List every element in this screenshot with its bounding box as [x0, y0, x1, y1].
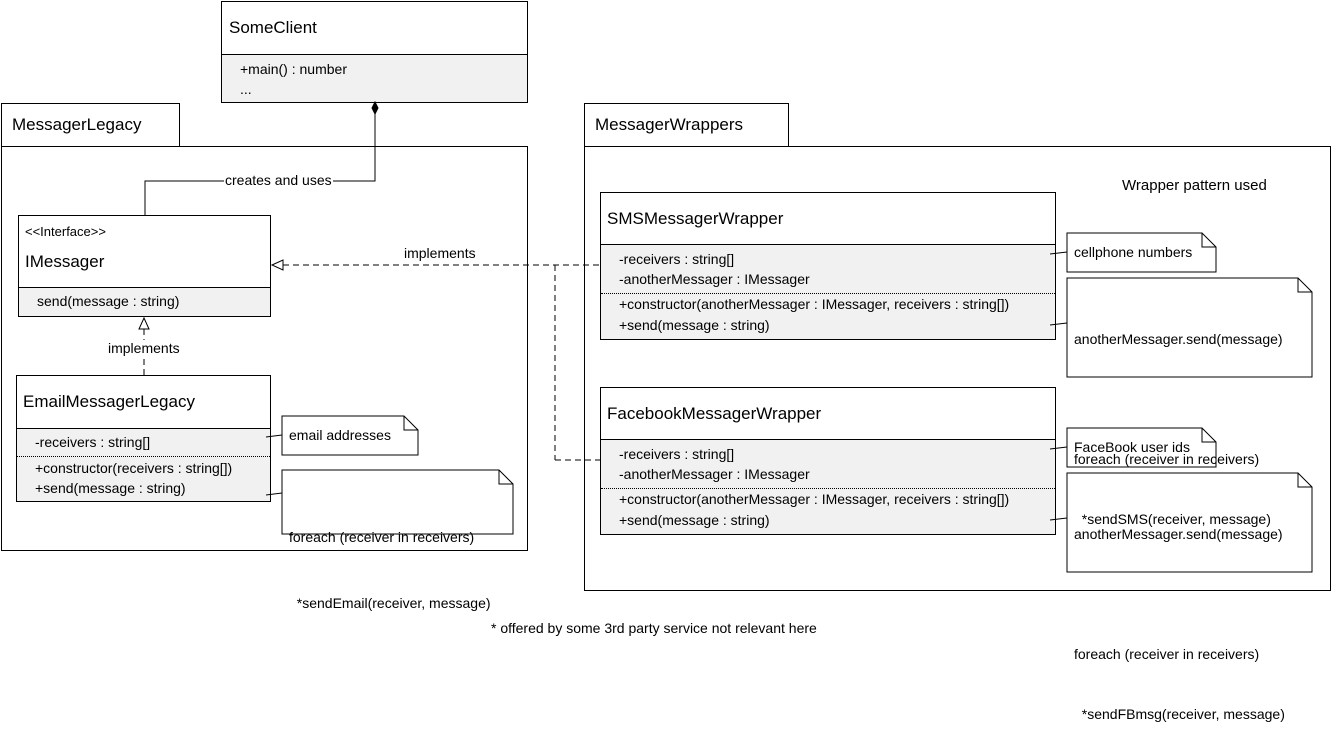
class-attribute: -receivers : string[] — [619, 446, 735, 462]
member-section: +main() : number ... — [222, 54, 527, 102]
diagram-connectors — [138, 100, 1313, 573]
note-email-send: foreach (receiver in receivers) *sendEma… — [289, 529, 491, 611]
note-shapes — [281, 232, 1313, 573]
class-sms-messager-wrapper: SMSMessagerWrapper -receivers : string[]… — [600, 192, 1056, 340]
class-operation: +send(message : string) — [619, 512, 770, 528]
member-section: -receivers : string[] -anotherMessager :… — [601, 439, 1055, 534]
class-name: IMessager — [25, 252, 105, 271]
class-operation: +send(message : string) — [35, 480, 186, 496]
relation-label-implements-wrappers: implements — [404, 245, 476, 261]
class-member: +main() : number — [240, 61, 347, 77]
member-section: send(message : string) — [19, 287, 270, 316]
package-name: MessagerLegacy — [12, 115, 142, 134]
class-name: SomeClient — [229, 18, 317, 37]
class-operation: +send(message : string) — [619, 317, 770, 333]
class-attribute: -receivers : string[] — [619, 251, 735, 267]
class-attribute: -anotherMessager : IMessager — [619, 466, 810, 482]
class-name: FacebookMessagerWrapper — [607, 404, 822, 423]
realization-arrowhead — [270, 259, 284, 271]
package-tab-messager-wrappers: MessagerWrappers — [584, 103, 789, 147]
package-name: MessagerWrappers — [595, 115, 744, 134]
class-attribute: -anotherMessager : IMessager — [619, 271, 810, 287]
note-anchors — [265, 251, 1068, 521]
class-operation: +constructor(anotherMessager : IMessager… — [619, 491, 1010, 507]
member-section: -receivers : string[] -anotherMessager :… — [601, 244, 1055, 339]
note-facebook-ids: FaceBook user ids — [1074, 439, 1190, 455]
class-email-messager-legacy: EmailMessagerLegacy -receivers : string[… — [16, 375, 271, 502]
package-caption: Wrapper pattern used — [1122, 177, 1267, 194]
section-divider — [17, 456, 270, 457]
class-member: ... — [240, 81, 252, 97]
relation-label-implements-legacy: implements — [107, 340, 181, 356]
realization-connector-wrappers — [283, 264, 600, 461]
note-cellphone-numbers: cellphone numbers — [1074, 244, 1193, 260]
class-operation: +constructor(receivers : string[]) — [35, 460, 233, 476]
class-member: send(message : string) — [37, 293, 180, 309]
package-tab-messager-legacy: MessagerLegacy — [1, 103, 180, 147]
composition-connector — [144, 100, 379, 215]
class-attribute: -receivers : string[] — [35, 434, 151, 450]
class-some-client: SomeClient +main() : number ... — [221, 1, 528, 103]
section-divider — [601, 293, 1055, 294]
class-stereotype: <<Interface>> — [25, 224, 106, 239]
class-facebook-messager-wrapper: FacebookMessagerWrapper -receivers : str… — [600, 387, 1056, 535]
note-sms-send: anotherMessager.send(message) foreach (r… — [1074, 331, 1283, 527]
class-name: EmailMessagerLegacy — [23, 392, 195, 411]
note-email-addresses: email addresses — [289, 427, 391, 443]
class-name: SMSMessagerWrapper — [607, 209, 784, 228]
member-section: -receivers : string[] +constructor(recei… — [17, 428, 270, 501]
note-facebook-send: anotherMessager.send(message) foreach (r… — [1074, 526, 1285, 722]
footnote: * offered by some 3rd party service not … — [491, 620, 817, 636]
class-imessager: <<Interface>> IMessager send(message : s… — [18, 215, 271, 317]
class-operation: +constructor(anotherMessager : IMessager… — [619, 296, 1010, 312]
relation-label-creates-uses: creates and uses — [224, 172, 333, 188]
section-divider — [601, 488, 1055, 489]
